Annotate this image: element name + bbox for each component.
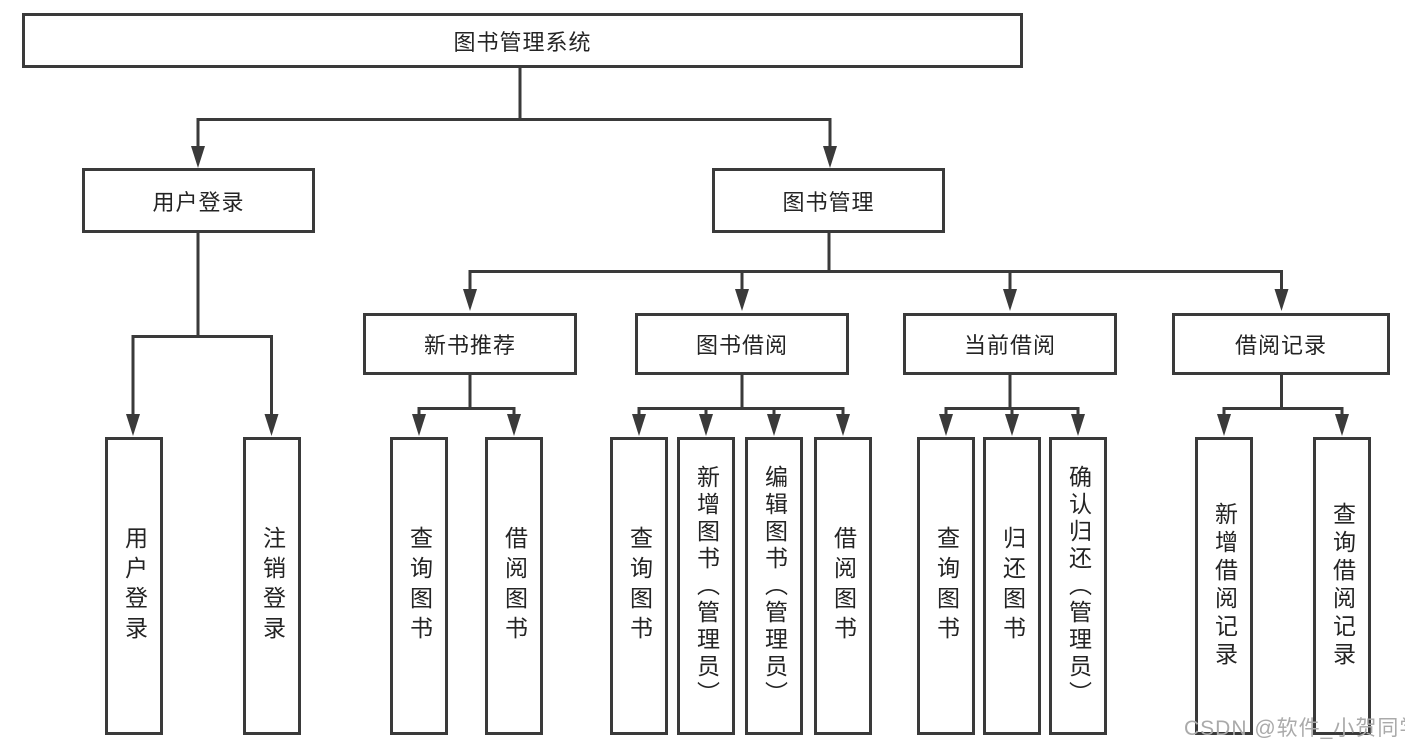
node-leaf-logout: 注销登录 xyxy=(243,437,301,735)
node-leaf-borrow-books-2: 借阅图书 xyxy=(814,437,872,735)
node-leaf-add-book-admin: 新增图书（管理员） xyxy=(677,437,735,735)
arrowhead-icons xyxy=(126,146,1349,436)
node-user-login: 用户登录 xyxy=(82,168,315,233)
watermark: CSDN @软件_小贺同学 xyxy=(1184,717,1405,740)
node-leaf-add-borrow-record: 新增借阅记录 xyxy=(1195,437,1253,735)
node-new-book-recommend: 新书推荐 xyxy=(363,313,577,375)
node-borrow-records: 借阅记录 xyxy=(1172,313,1390,375)
node-leaf-confirm-return-admin: 确认归还（管理员） xyxy=(1049,437,1107,735)
node-leaf-edit-book-admin: 编辑图书（管理员） xyxy=(745,437,803,735)
node-leaf-return-book: 归还图书 xyxy=(983,437,1041,735)
node-leaf-user-login: 用户登录 xyxy=(105,437,163,735)
node-leaf-query-books-1: 查询图书 xyxy=(390,437,448,735)
node-leaf-query-books-2: 查询图书 xyxy=(610,437,668,735)
node-leaf-query-borrow-record: 查询借阅记录 xyxy=(1313,437,1371,735)
node-book-management: 图书管理 xyxy=(712,168,945,233)
node-leaf-borrow-books-1: 借阅图书 xyxy=(485,437,543,735)
node-leaf-query-books-3: 查询图书 xyxy=(917,437,975,735)
node-book-borrow: 图书借阅 xyxy=(635,313,849,375)
node-current-borrow: 当前借阅 xyxy=(903,313,1117,375)
node-library-system: 图书管理系统 xyxy=(22,13,1023,68)
